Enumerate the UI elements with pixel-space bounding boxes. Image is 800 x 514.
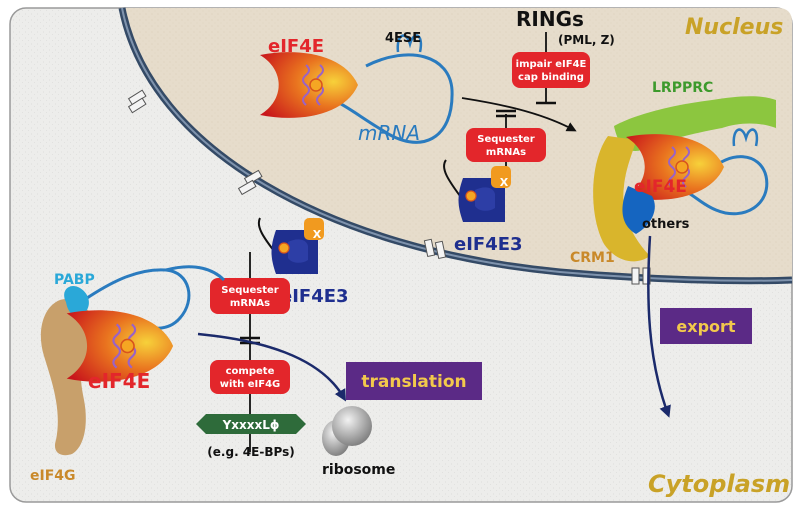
export-arrow [647, 235, 671, 418]
sequester-cyto-box: Sequester mRNAs [210, 278, 290, 314]
nuclear-eif4e3-label: eIF4E3 [454, 234, 523, 255]
export-eif4e-label: eIF4E [634, 177, 687, 197]
cytoplasm-label: Cytoplasm [648, 470, 790, 498]
others-shape [622, 186, 655, 234]
translation-arrow [197, 332, 346, 402]
motif-label: YxxxxLϕ [222, 418, 280, 432]
cyto-eif4e-label: eIF4E [88, 369, 150, 393]
compete-line1: compete [226, 366, 275, 377]
cyto-x-label: X [313, 228, 322, 241]
others-label: others [642, 217, 690, 232]
translation-complex: PABP eIF4E eIF4G [30, 265, 226, 484]
nuclear-eif4e-complex: eIF4E 4ESE mRNA [259, 31, 454, 145]
compete-box: compete with eIF4G [210, 360, 290, 394]
translation-process-label: translation [361, 372, 466, 392]
nuclear-mrna-label: mRNA [358, 121, 420, 145]
export-mrna-hairpin [732, 128, 759, 147]
nucleus-label: Nucleus [685, 15, 783, 40]
translation-process-box: translation [346, 362, 482, 400]
nuc-x-label: X [500, 176, 509, 189]
fourese-hairpin [396, 34, 423, 53]
export-mrna-strand [675, 155, 769, 216]
pabp-shape [64, 285, 89, 317]
sequester-cyto-line1: Sequester [221, 285, 279, 296]
cyto-eif4e3-label: eIF4E3 [280, 286, 349, 307]
crm1-label: CRM1 [570, 250, 615, 266]
impair-line2: cap binding [518, 72, 584, 83]
motif-box: YxxxxLϕ [196, 414, 306, 434]
sequester-nuc-line2: mRNAs [486, 147, 526, 158]
impair-box: impair eIF4E cap binding [512, 52, 590, 88]
crm1-shape [593, 136, 650, 262]
ribosome-shape [322, 406, 372, 456]
motif-example-label: (e.g. 4E-BPs) [207, 445, 294, 459]
nuclear-mrna-strand [307, 53, 454, 144]
eif4g-label: eIF4G [30, 468, 76, 484]
impair-line1: impair eIF4E [516, 59, 587, 70]
export-complex: LRPPRC eIF4E others CRM1 [570, 80, 776, 266]
sequester-nuc-box: Sequester mRNAs [466, 128, 546, 162]
export-transition-arrow [461, 97, 577, 132]
fourese-label: 4ESE [385, 31, 421, 46]
export-process-box: export [660, 308, 752, 344]
sequester-nuc-line1: Sequester [477, 134, 535, 145]
rings-sublabel: (PML, Z) [558, 33, 615, 47]
nuclear-pores [127, 89, 651, 285]
pabp-label: PABP [54, 272, 95, 288]
cyto-mrna-strand [83, 268, 191, 330]
compete-line2: with eIF4G [220, 379, 281, 390]
ribosome-label: ribosome [322, 462, 395, 478]
lrpprc-label: LRPPRC [652, 80, 713, 96]
rings-label: RINGs [516, 7, 584, 31]
nuclear-eif4e-label: eIF4E [268, 36, 324, 57]
sequester-cyto-line2: mRNAs [230, 298, 270, 309]
export-process-label: export [676, 317, 736, 336]
